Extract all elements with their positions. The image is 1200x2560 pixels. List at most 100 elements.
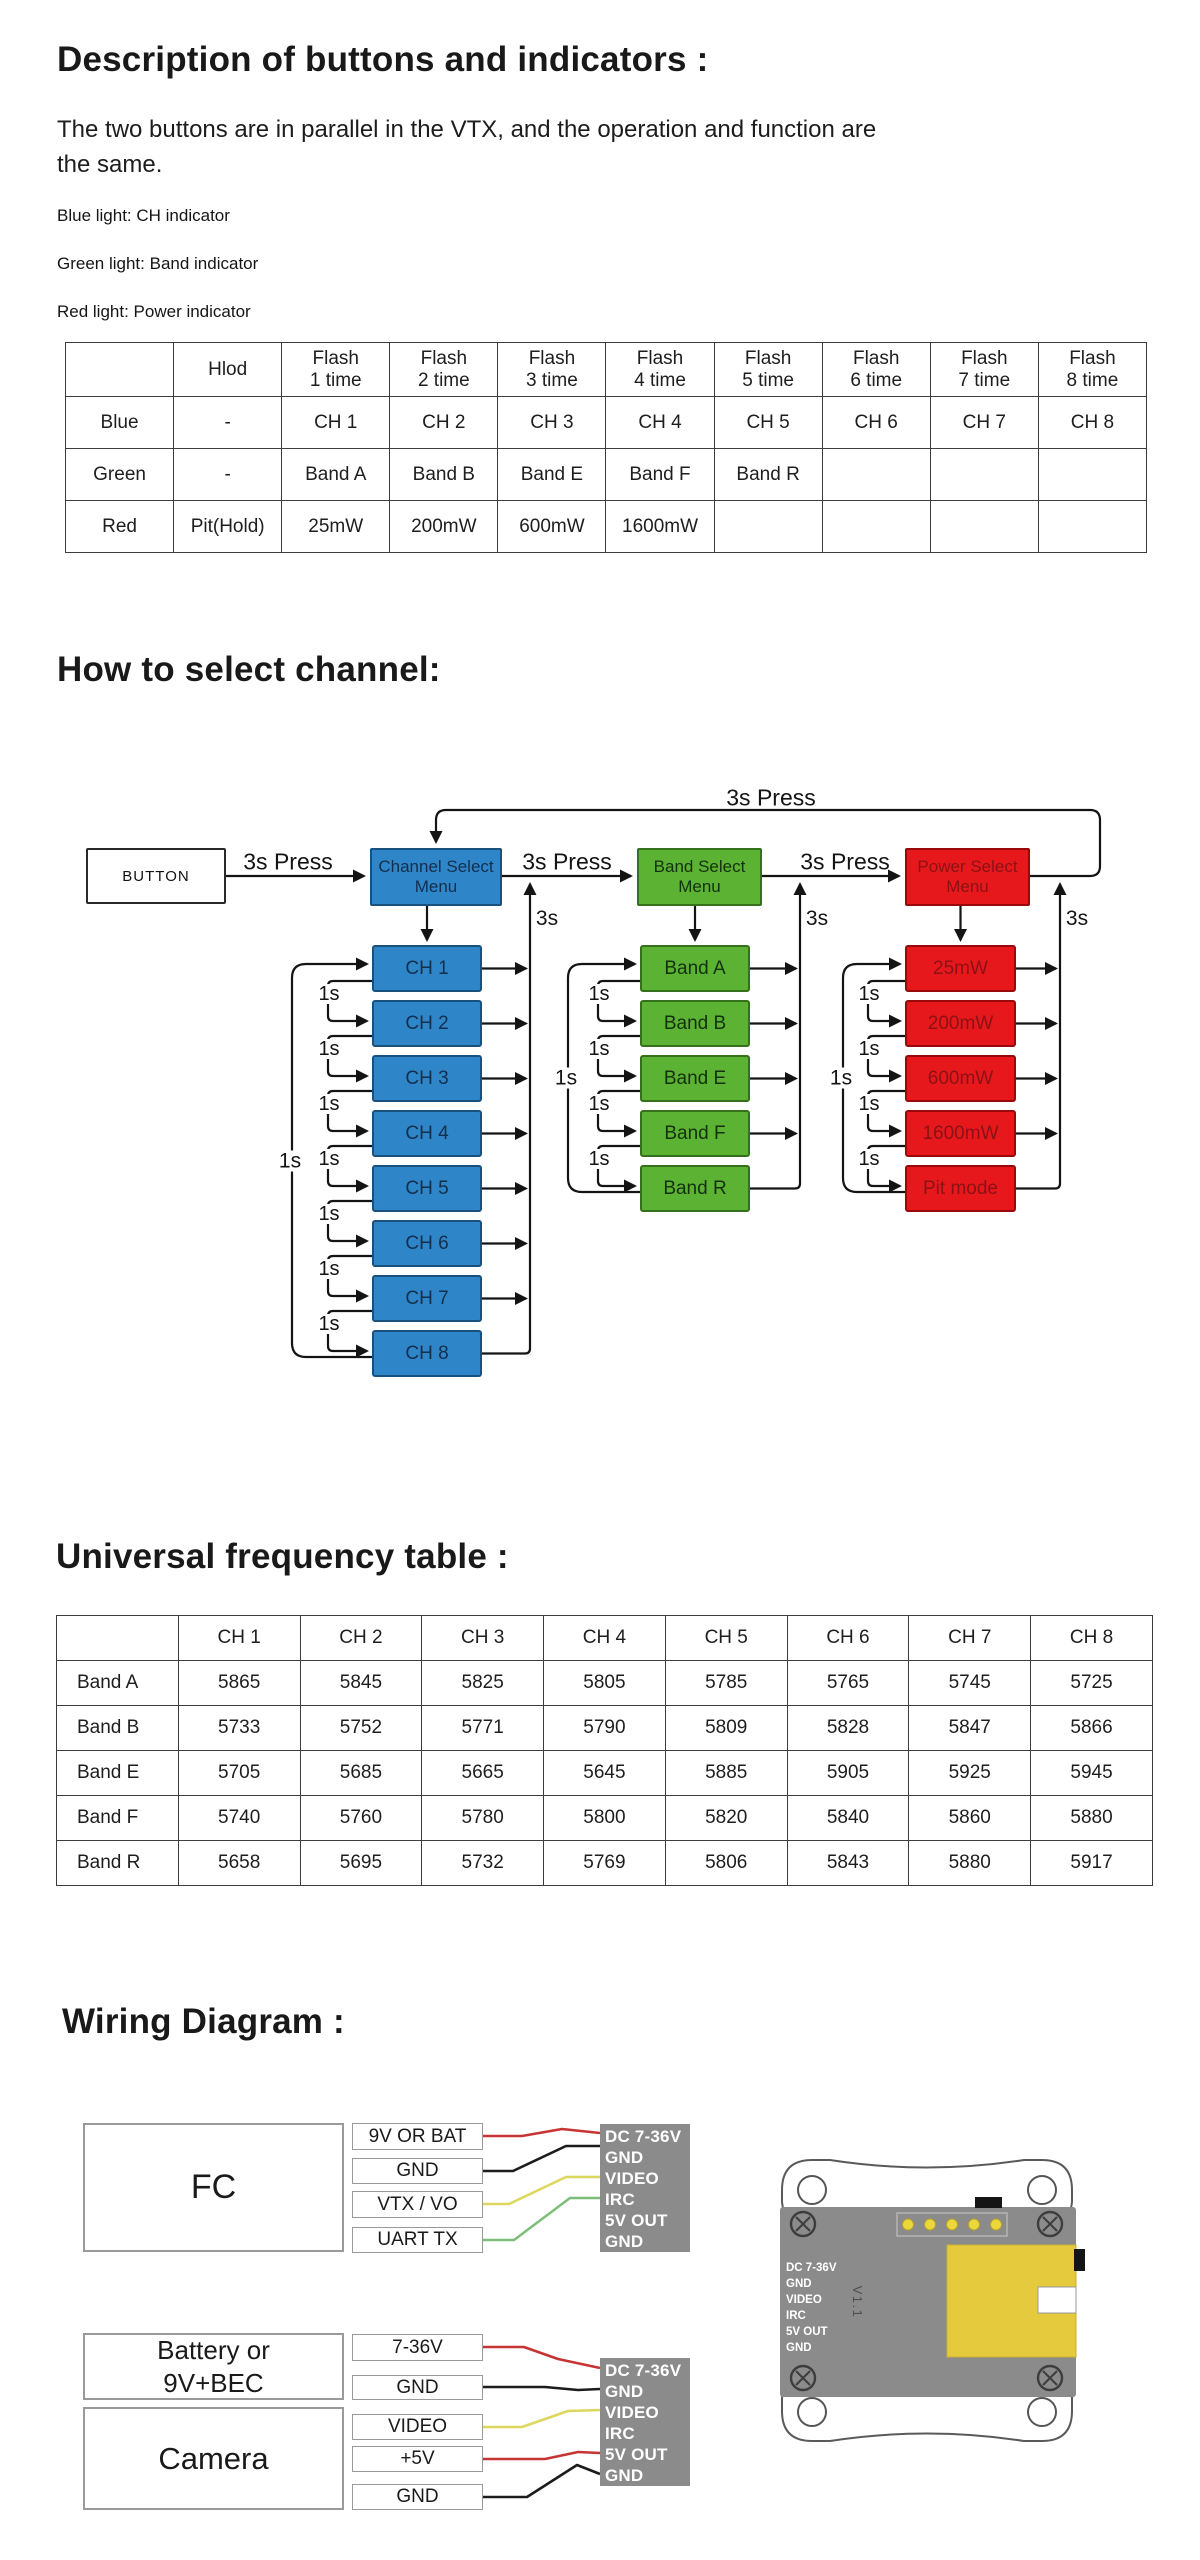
table-cell bbox=[929, 448, 1039, 501]
table-cell: 5732 bbox=[421, 1840, 545, 1886]
solder-pad-icon bbox=[902, 2218, 914, 2231]
table-cell: Band B bbox=[389, 448, 499, 501]
table-cell: 600mW bbox=[497, 500, 607, 553]
table-cell: 25mW bbox=[281, 500, 391, 553]
flow-item-power-4: 1600mW bbox=[905, 1110, 1016, 1157]
table-header-cell: CH 1 bbox=[177, 1615, 301, 1661]
flow-item-channel-5: CH 5 bbox=[372, 1165, 482, 1212]
flow-connector bbox=[750, 882, 807, 1190]
table-cell: - bbox=[173, 396, 283, 449]
table-header-cell: Flash 8 time bbox=[1037, 342, 1148, 397]
table-cell: CH 4 bbox=[605, 396, 715, 449]
legend-red-light: Red light: Power indicator bbox=[57, 302, 251, 321]
table-cell: 5880 bbox=[908, 1840, 1032, 1886]
table-cell: 5806 bbox=[664, 1840, 788, 1886]
flow-item-channel-2: CH 2 bbox=[372, 1000, 482, 1047]
table-cell: CH 5 bbox=[713, 396, 823, 449]
flow-item-power-2: 200mW bbox=[905, 1000, 1016, 1047]
table-cell: 5765 bbox=[786, 1660, 910, 1706]
camera-pin-box-label: GND bbox=[396, 2376, 439, 2398]
connector-pin-label: GND bbox=[605, 2382, 644, 2402]
legend-green-light: Green light: Band indicator bbox=[57, 254, 259, 273]
flow-item-band-3: Band E bbox=[640, 1055, 750, 1102]
board-pin-label: DC 7-36V bbox=[786, 2262, 837, 2274]
table-header-cell: Flash 6 time bbox=[821, 342, 931, 397]
table-header-cell: Flash 2 time bbox=[389, 342, 499, 397]
table-cell: 5658 bbox=[177, 1840, 301, 1886]
table-header-cell: Hlod bbox=[173, 342, 283, 397]
hold-1s-label: 1s bbox=[315, 1258, 343, 1279]
connector-pin-label: VIDEO bbox=[605, 2403, 659, 2423]
press-3s-label: 3s Press bbox=[726, 784, 816, 811]
connector-pin-label: IRC bbox=[605, 2424, 635, 2444]
table-header-cell: CH 4 bbox=[543, 1615, 666, 1661]
table-cell: Band B bbox=[56, 1705, 179, 1751]
intro-text: The two buttons are in parallel in the V… bbox=[57, 116, 877, 178]
connector-pin-label: GND bbox=[605, 2466, 644, 2486]
hold-1s-label: 1s bbox=[585, 1148, 613, 1169]
wire-black-gnd bbox=[483, 2144, 600, 2173]
flow-item-band-1: Band A bbox=[640, 945, 750, 992]
press-3s-label: 3s Press bbox=[522, 848, 612, 875]
table-cell: - bbox=[173, 448, 283, 501]
flowchart-lines bbox=[226, 808, 1102, 1359]
hold-1s-loop-label: 1s bbox=[551, 1067, 581, 1089]
section-title-buttons-indicators: Description of buttons and indicators : bbox=[57, 40, 709, 79]
flow-item-power-1: 25mW bbox=[905, 945, 1016, 992]
module-notch bbox=[1037, 2286, 1077, 2314]
board-pin-label: VIDEO bbox=[786, 2294, 822, 2306]
mounting-hole-icon bbox=[797, 2397, 827, 2427]
table-cell: 5740 bbox=[177, 1795, 301, 1841]
section-title-frequency-table: Universal frequency table : bbox=[56, 1537, 509, 1576]
hold-1s-label: 1s bbox=[855, 1038, 883, 1059]
mounting-hole-icon bbox=[797, 2175, 827, 2205]
flow-item-band-2: Band B bbox=[640, 1000, 750, 1047]
flow-connector bbox=[429, 808, 1102, 878]
table-header-cell: Flash 7 time bbox=[929, 342, 1039, 397]
flow-item-channel-8: CH 8 bbox=[372, 1330, 482, 1377]
hold-1s-label: 1s bbox=[855, 1093, 883, 1114]
wire-green-irc bbox=[483, 2196, 600, 2242]
connector-pin-label: DC 7-36V bbox=[605, 2127, 682, 2146]
table-cell: CH 2 bbox=[389, 396, 499, 449]
table-cell bbox=[821, 448, 931, 501]
table-cell: 5733 bbox=[177, 1705, 301, 1751]
menu-box-power: Power Select Menu bbox=[905, 848, 1030, 906]
table-cell: 5917 bbox=[1030, 1840, 1153, 1886]
table-cell: 5785 bbox=[664, 1660, 788, 1706]
table-cell: 5769 bbox=[543, 1840, 666, 1886]
table-cell: 5760 bbox=[299, 1795, 423, 1841]
table-cell: 5828 bbox=[786, 1705, 910, 1751]
camera-box-label: Camera bbox=[158, 2440, 269, 2476]
flow-connector bbox=[1016, 882, 1067, 1190]
table-cell: CH 8 bbox=[1037, 396, 1148, 449]
table-cell: Pit(Hold) bbox=[173, 500, 283, 553]
connector-pin-label: VIDEO bbox=[605, 2169, 659, 2189]
screw-cross-icon bbox=[1042, 2216, 1058, 2232]
camera-pin-box-label: +5V bbox=[400, 2448, 435, 2469]
fc-pin-box-label: UART TX bbox=[377, 2229, 458, 2250]
board-version-label: V1.1 bbox=[850, 2286, 865, 2319]
solder-pad-icon bbox=[946, 2218, 958, 2231]
camera-pin-box-label: GND bbox=[396, 2486, 439, 2507]
table-cell: 5645 bbox=[543, 1750, 666, 1796]
flow-item-channel-7: CH 7 bbox=[372, 1275, 482, 1322]
flow-connector bbox=[482, 882, 537, 1355]
table-cell: 5905 bbox=[786, 1750, 910, 1796]
hold-1s-label: 1s bbox=[315, 983, 343, 1004]
table-cell: 5665 bbox=[421, 1750, 545, 1796]
table-header-cell: CH 7 bbox=[908, 1615, 1032, 1661]
table-cell: 5840 bbox=[786, 1795, 910, 1841]
board-pin-label: IRC bbox=[786, 2310, 806, 2322]
table-cell bbox=[713, 500, 823, 553]
camera-pin-box: GND bbox=[352, 2484, 483, 2510]
antenna-tab bbox=[1074, 2249, 1085, 2271]
